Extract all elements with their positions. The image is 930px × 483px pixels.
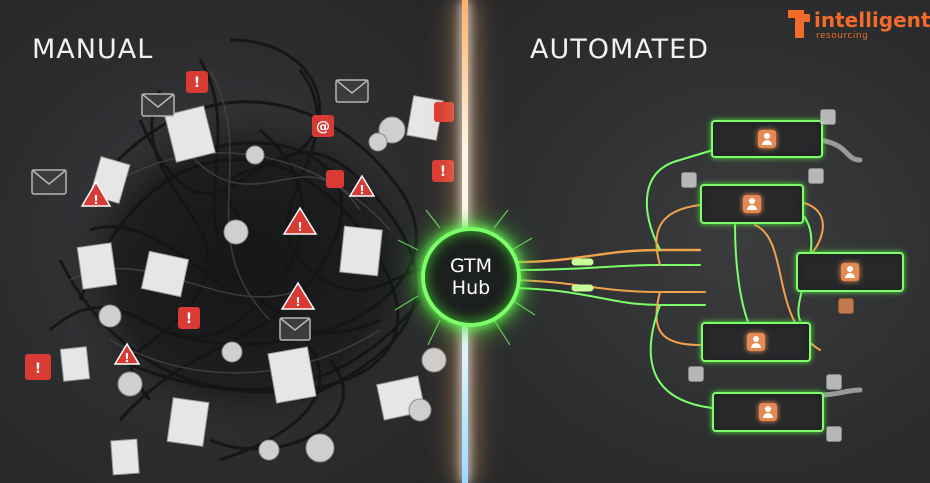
- workflow-node: [701, 322, 811, 362]
- trophy-icon: [820, 109, 836, 125]
- user-small-icon: [688, 366, 704, 382]
- user-icon: [747, 333, 765, 351]
- user-icon: [841, 263, 859, 281]
- brand-logo-mark: [788, 10, 810, 38]
- trophy-icon: [826, 374, 842, 390]
- svg-text:!: !: [295, 295, 300, 309]
- svg-text:@: @: [316, 119, 330, 135]
- trophy-icon: [681, 172, 697, 188]
- hub-label: GTM Hub: [425, 255, 517, 299]
- trophy-icon: [808, 168, 824, 184]
- user-icon: [758, 130, 776, 148]
- gtm-hub: GTM Hub: [421, 227, 521, 327]
- svg-text:!: !: [35, 361, 41, 377]
- hub-label-line1: GTM: [449, 255, 493, 277]
- svg-text:!: !: [124, 351, 129, 365]
- workflow-node: [700, 184, 804, 224]
- brand-name: intelligent: [814, 8, 930, 32]
- svg-text:!: !: [440, 164, 446, 180]
- chat-icon: [838, 298, 854, 314]
- trophy-icon: [826, 426, 842, 442]
- hub-label-line2: Hub: [451, 277, 491, 299]
- automated-side-background: [465, 0, 930, 483]
- workflow-node: [796, 252, 904, 292]
- svg-text:!: !: [186, 311, 192, 327]
- user-icon: [743, 195, 761, 213]
- workflow-node: [712, 392, 824, 432]
- manual-heading: MANUAL: [32, 34, 154, 65]
- brand-logo: intelligent resourcing: [786, 8, 930, 44]
- workflow-node: [711, 120, 823, 158]
- svg-text:!: !: [297, 220, 302, 234]
- automated-heading: AUTOMATED: [530, 34, 709, 65]
- user-icon: [759, 403, 777, 421]
- svg-text:!: !: [93, 193, 98, 207]
- svg-text:!: !: [194, 75, 200, 91]
- brand-subtitle: resourcing: [816, 31, 869, 41]
- svg-text:!: !: [359, 183, 364, 197]
